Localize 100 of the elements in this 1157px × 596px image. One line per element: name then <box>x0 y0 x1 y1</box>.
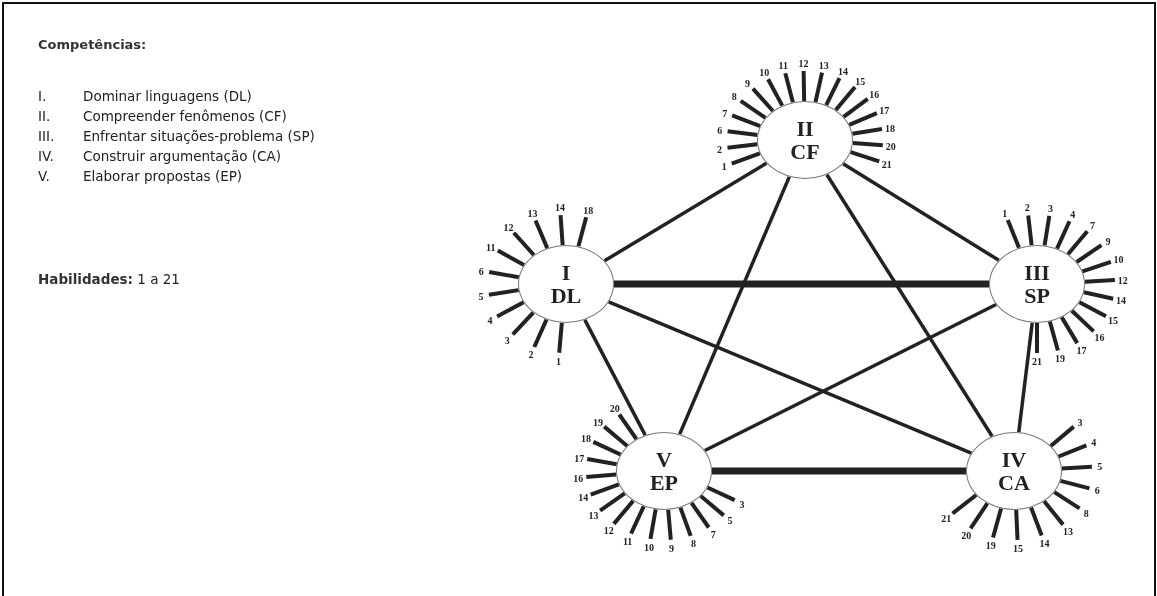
skill-number: 3 <box>739 498 745 510</box>
skill-number: 4 <box>1091 436 1097 448</box>
connector-line <box>603 161 768 263</box>
list-item: Elaborar propostas (EP) <box>83 168 243 184</box>
competency-circle <box>616 432 712 510</box>
skill-number: 5 <box>1097 460 1103 472</box>
skill-number: 5 <box>727 515 733 526</box>
skill-number: 15 <box>855 75 866 87</box>
skill-number: 12 <box>798 57 809 69</box>
connector-line <box>825 173 994 438</box>
competency-label: V <box>656 447 672 471</box>
skill-number: 20 <box>961 529 972 541</box>
skill-number: 16 <box>869 88 880 100</box>
connector-line <box>608 300 972 455</box>
note: Habilidades: 1 a 21 <box>38 271 180 287</box>
skill-number: 12 <box>603 524 614 536</box>
competency-label: II <box>796 116 814 140</box>
skill-number: 2 <box>528 348 534 360</box>
list-numeral: IV. <box>38 148 54 164</box>
competency-label: III <box>1024 260 1050 284</box>
skill-number: 17 <box>574 452 585 464</box>
skill-number: 16 <box>573 472 584 484</box>
connector-line <box>678 176 791 435</box>
skill-number: 9 <box>745 77 751 89</box>
skill-number: 15 <box>1108 314 1119 326</box>
list-item: Enfrentar situações-problema (SP) <box>83 128 315 144</box>
list-numeral: III. <box>38 128 55 144</box>
skill-number: 20 <box>885 140 896 152</box>
connector-line <box>842 162 1000 262</box>
competency-label: IV <box>1001 447 1027 471</box>
skill-number: 7 <box>710 528 716 540</box>
skill-number: 6 <box>717 124 723 136</box>
skill-number: 16 <box>1094 331 1105 343</box>
skill-number: 11 <box>778 60 788 71</box>
skill-number: 9 <box>1105 235 1111 247</box>
connector-line <box>583 319 647 436</box>
skill-number: 1 <box>1002 207 1008 219</box>
skill-number: 8 <box>731 90 737 102</box>
skill-number: 1 <box>721 160 727 172</box>
skill-number: 14 <box>555 201 565 213</box>
connector-line <box>704 302 997 453</box>
competency-label: I <box>561 260 571 284</box>
skill-number: 18 <box>583 204 594 216</box>
skill-number: 19 <box>985 539 996 551</box>
skill-number: 10 <box>1113 253 1124 265</box>
skill-number: 11 <box>622 535 633 547</box>
skill-number: 21 <box>1032 355 1042 367</box>
skill-number: 15 <box>1012 542 1023 554</box>
list-item: Compreender fenômenos (CF) <box>83 108 287 124</box>
competency-label: SP <box>1024 284 1050 308</box>
skill-number: 13 <box>818 59 829 71</box>
skill-number: 13 <box>527 207 538 219</box>
skill-number: 4 <box>1070 208 1076 220</box>
skill-number: 1 <box>556 355 561 367</box>
skill-number: 17 <box>879 104 890 116</box>
skill-number: 8 <box>1083 507 1089 519</box>
skill-number: 14 <box>578 491 589 503</box>
competency-label: CF <box>790 140 820 164</box>
skill-number: 7 <box>722 107 728 119</box>
skill-number: 8 <box>690 537 696 549</box>
skill-number: 19 <box>593 416 604 427</box>
skill-number: 20 <box>609 402 620 414</box>
competency-circle <box>518 245 614 323</box>
competency-circle <box>757 101 853 179</box>
list-item: Dominar linguagens (DL) <box>83 88 252 104</box>
skill-number: 3 <box>504 334 510 346</box>
list-numeral: I. <box>38 88 47 104</box>
skill-number: 2 <box>1024 202 1030 213</box>
competency-label: DL <box>550 284 582 308</box>
skill-number: 14 <box>838 65 849 77</box>
skill-number: 12 <box>1117 274 1128 286</box>
skill-number: 21 <box>941 512 952 524</box>
competency-circle <box>966 432 1062 510</box>
skill-number: 10 <box>759 66 770 78</box>
skill-number: 18 <box>884 122 895 134</box>
connector-line <box>712 467 966 475</box>
skill-number: 18 <box>581 432 592 444</box>
skill-number: 5 <box>478 290 484 302</box>
skill-number: 13 <box>1063 525 1074 537</box>
skill-number: 6 <box>1094 484 1100 496</box>
skill-number: 2 <box>717 143 723 155</box>
connector-line <box>1017 322 1034 433</box>
skill-number: 10 <box>644 541 655 553</box>
skill-number: 17 <box>1076 344 1087 356</box>
connector-line <box>614 280 989 288</box>
skill-number: 9 <box>669 542 674 554</box>
competency-circle <box>989 245 1085 323</box>
list-item: Construir argumentação (CA) <box>83 148 281 164</box>
skill-number: 3 <box>1077 416 1083 427</box>
competency-label: CA <box>998 471 1030 495</box>
skill-number: 11 <box>486 241 496 253</box>
heading: Competências: <box>38 37 147 52</box>
skill-number: 14 <box>1039 537 1050 549</box>
skill-number: 21 <box>881 158 892 170</box>
skill-number: 12 <box>503 221 514 233</box>
skill-number: 6 <box>478 265 484 277</box>
skill-number: 13 <box>588 509 599 521</box>
skill-number: 14 <box>1116 294 1126 306</box>
skill-number: 7 <box>1089 219 1095 231</box>
skill-number: 4 <box>487 314 493 326</box>
